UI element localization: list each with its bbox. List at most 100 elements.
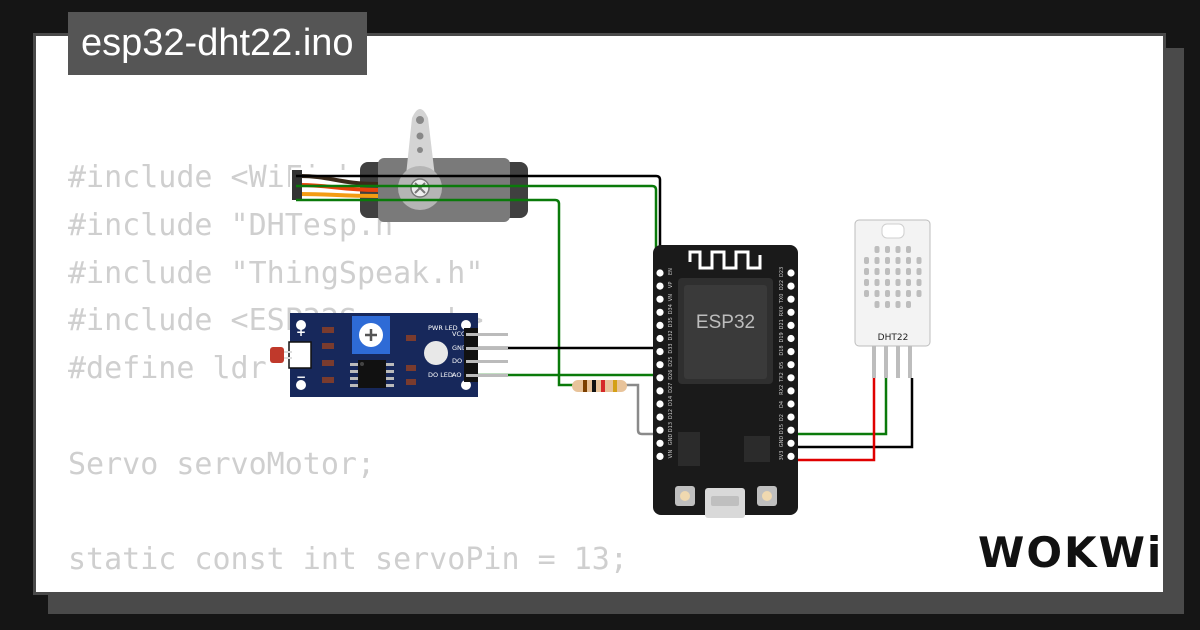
esp32-pin-label: EN	[668, 268, 674, 275]
esp32-pin-vn[interactable]	[656, 295, 664, 303]
esp32-pin-d21[interactable]	[787, 321, 795, 329]
esp32-pin-label: D23	[779, 267, 785, 277]
grille-slot	[906, 268, 911, 275]
right-pin-labels: D23D22TX0RX0D21D19D18D5TX2RX2D4D2D15GND3…	[779, 267, 785, 461]
header-pin[interactable]	[466, 333, 508, 336]
esp32-pin-d2[interactable]	[787, 413, 795, 421]
esp32-pin-d23[interactable]	[787, 269, 795, 277]
wire-black[interactable]	[296, 174, 662, 258]
wire-green[interactable]	[296, 184, 658, 256]
minus-label: −	[296, 370, 306, 384]
esp32-pin-d26[interactable]	[656, 374, 664, 382]
header-pin[interactable]	[466, 360, 508, 363]
dht22-pin[interactable]	[908, 346, 912, 378]
dht22-grille	[864, 246, 922, 308]
esp32-board[interactable]: ESP32 ENVPVND34D35D32D33D25D26D27D14D12D…	[653, 245, 798, 518]
grille-slot	[916, 257, 922, 264]
esp32-pin-d15[interactable]	[787, 426, 795, 434]
esp32-pin-d27[interactable]	[656, 387, 664, 395]
esp32-pin-gnd[interactable]	[656, 439, 664, 447]
esp32-pin-label: D34	[668, 304, 674, 314]
esp32-pin-label: RX2	[779, 385, 785, 395]
led-icon	[424, 341, 448, 365]
esp32-pin-d5[interactable]	[787, 361, 795, 369]
grille-slot	[885, 257, 890, 264]
esp32-label: ESP32	[696, 312, 755, 333]
code-line: #include "DHTesp.h"	[68, 207, 412, 243]
esp32-pin-tx0[interactable]	[787, 295, 795, 303]
pin-label-do: DO	[452, 357, 462, 365]
esp32-pin-gnd[interactable]	[787, 439, 795, 447]
esp32-pin-d12[interactable]	[656, 413, 664, 421]
grille-slot	[895, 301, 901, 308]
mounting-hole	[461, 380, 471, 390]
do-led-label: DO LED	[428, 371, 453, 379]
esp32-pin-label: 3V3	[779, 451, 785, 461]
grille-slot	[916, 268, 922, 275]
esp32-pin-label: TX0	[779, 294, 785, 305]
header-pin[interactable]	[466, 374, 508, 377]
esp32-pin-d35[interactable]	[656, 321, 664, 329]
grille-slot	[885, 290, 890, 297]
code-preview: #include <WiFi.h>#include "DHTesp.h"#inc…	[68, 154, 628, 592]
voltage-regulator	[678, 432, 700, 466]
header-pin[interactable]	[466, 347, 508, 350]
grille-slot	[874, 257, 880, 264]
wire-grey[interactable]	[625, 383, 665, 436]
esp32-pin-d4[interactable]	[787, 400, 795, 408]
esp32-pin-d34[interactable]	[656, 308, 664, 316]
esp32-pin-en[interactable]	[656, 269, 664, 277]
grille-slot	[906, 290, 911, 297]
servo-case	[378, 158, 510, 222]
esp32-pin-tx2[interactable]	[787, 374, 795, 382]
resistor[interactable]	[572, 380, 627, 392]
esp32-pin-label: D26	[668, 370, 674, 380]
esp32-pin-label: D35	[668, 317, 674, 327]
grille-slot	[895, 279, 901, 286]
grille-slot	[906, 246, 911, 253]
dht22-pin[interactable]	[896, 346, 900, 378]
mounting-hole	[461, 320, 471, 330]
esp32-pin-d14[interactable]	[656, 400, 664, 408]
servo-motor[interactable]	[290, 109, 528, 222]
esp32-pin-vin[interactable]	[656, 452, 664, 460]
esp32-pin-vp[interactable]	[656, 282, 664, 290]
wire-green[interactable]	[296, 198, 575, 387]
dht22-sensor[interactable]: DHT22	[854, 219, 931, 378]
esp32-pin-label: D32	[668, 330, 674, 340]
grille-slot	[895, 257, 901, 264]
ldr-module[interactable]: + − PWR LED DO LED VCC GND DO AO	[270, 313, 508, 397]
grille-slot	[874, 246, 880, 253]
file-title[interactable]: esp32-dht22.ino	[68, 12, 367, 75]
esp32-pin-d33[interactable]	[656, 348, 664, 356]
header-pins	[464, 328, 478, 382]
esp32-pin-d18[interactable]	[787, 348, 795, 356]
esp32-pin-label: GND	[668, 434, 674, 446]
screw-icon	[414, 182, 426, 194]
esp32-pin-rx2[interactable]	[787, 387, 795, 395]
grille-slot	[874, 268, 880, 275]
code-line: static const int servoPin = 13;	[68, 542, 628, 578]
esp32-pin-d13[interactable]	[656, 426, 664, 434]
esp32-pin-3v3[interactable]	[787, 452, 795, 460]
dht22-pin[interactable]	[872, 346, 876, 378]
grille-slot	[874, 290, 880, 297]
grille-slot	[874, 301, 880, 308]
dht22-pin[interactable]	[884, 346, 888, 378]
esp32-pin-d25[interactable]	[656, 361, 664, 369]
esp32-pin-label: D14	[668, 396, 674, 406]
dht22-case	[854, 219, 931, 347]
grille-slot	[864, 268, 869, 275]
grille-slot	[906, 301, 911, 308]
plus-label: +	[296, 325, 306, 339]
esp32-pin-d22[interactable]	[787, 282, 795, 290]
esp32-pin-d19[interactable]	[787, 334, 795, 343]
wire-black[interactable]	[790, 378, 914, 449]
servo-horn	[405, 109, 436, 185]
esp32-pin-d32[interactable]	[656, 334, 664, 343]
wire-green[interactable]	[790, 378, 888, 436]
grille-slot	[906, 279, 911, 286]
esp32-pin-label: D22	[779, 280, 785, 290]
wire-red[interactable]	[790, 378, 876, 462]
esp32-pin-rx0[interactable]	[787, 308, 795, 316]
